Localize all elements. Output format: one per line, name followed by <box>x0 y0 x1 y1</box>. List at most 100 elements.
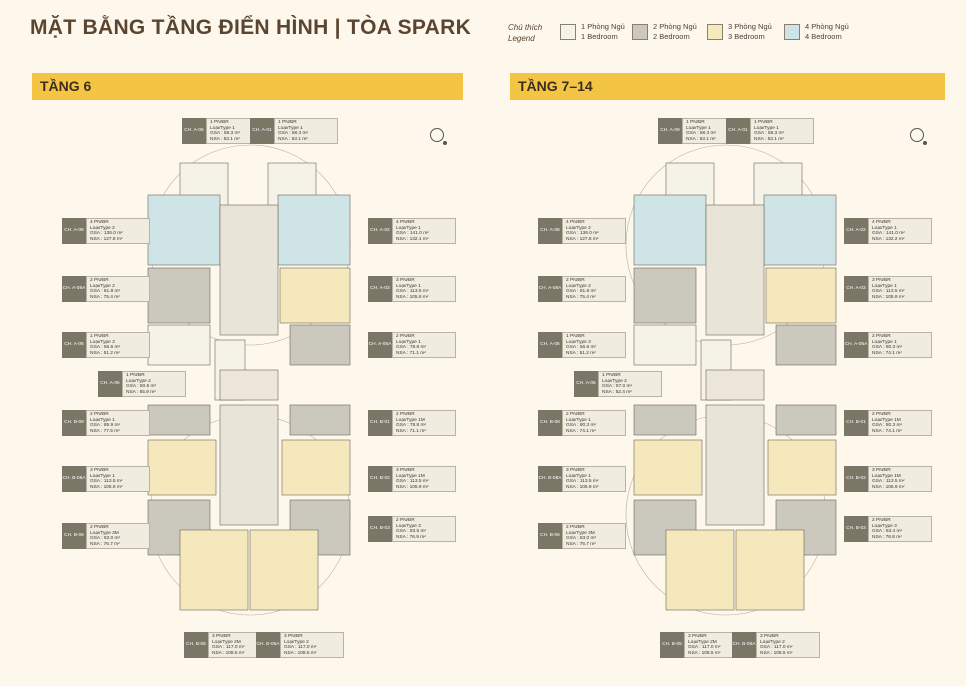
unit-nsa: NSA : 71.1 m² <box>396 350 426 356</box>
unit-code: CH. A-02 <box>844 218 868 245</box>
unit-code: CH. A-03 <box>844 276 868 303</box>
unit-gsa: GSA : 80.3 m² <box>872 345 903 351</box>
unit-bedrooms: 2 PN/BR <box>90 412 109 417</box>
unit-type: Loại/Type 3 <box>566 339 591 345</box>
unit-code: CH. A-08 <box>62 218 86 245</box>
unit-type: Loại/Type 2M <box>688 639 717 645</box>
unit-type: Loại/Type 2 <box>760 639 785 645</box>
unit-nsa: NSA : 108.5 m² <box>760 650 793 656</box>
unit-gsa: GSA : 113.5 m² <box>566 479 599 485</box>
unit-type: Loại/Type 1 <box>210 125 235 131</box>
unit-type: Loại/Type 1 <box>396 283 421 289</box>
unit-bedrooms: 2 PN/BR <box>396 412 415 417</box>
unit-nsa: NSA : 132.1 m² <box>396 236 429 242</box>
unit-nsa: NSA : 55.9 m² <box>126 389 156 395</box>
floor-7-14-header: TẦNG 7–14 <box>510 73 945 100</box>
unit-bedrooms: 4 PN/BR <box>396 220 415 225</box>
unit-nsa: NSA : 51.2 m² <box>566 350 596 356</box>
unit-nsa: NSA : 53.1 m² <box>210 136 240 142</box>
unit-code: CH. A-05 <box>98 371 122 398</box>
unit-nsa: NSA : 127.8 m² <box>566 236 599 242</box>
unit-gsa: GSA : 85.9 m² <box>90 423 121 429</box>
unit-code: CH. A-06 <box>538 332 562 359</box>
unit-bedrooms: 1 PN/BR <box>126 373 145 378</box>
floor-plan-drawing <box>147 144 351 616</box>
unit-gsa: GSA : 141.0 m² <box>396 231 429 237</box>
unit-code: CH. A-06 <box>62 332 86 359</box>
unit-nsa: NSA : 75.4 m² <box>566 294 596 300</box>
unit-type: Loại/Type 3M <box>566 530 595 536</box>
unit-code: CH. A-08A <box>538 276 562 303</box>
unit-gsa: GSA : 83.5 m² <box>396 529 427 535</box>
north-arrow-icon <box>430 128 447 145</box>
unit-type: Loại/Type 2 <box>284 639 309 645</box>
unit-type: Loại/Type 1 <box>278 125 303 131</box>
unit-bedrooms: 4 PN/BR <box>872 220 891 225</box>
unit-type: Loại/Type 2 <box>566 225 591 231</box>
north-arrow-icon <box>910 128 927 145</box>
unit-code: CH. B-05 <box>660 632 684 659</box>
unit-code: CH. A-06 <box>182 118 206 145</box>
unit-gsa: GSA : 113.5 m² <box>90 479 123 485</box>
unit-nsa: NSA : 53.1 m² <box>278 136 308 142</box>
unit-gsa: GSA : 58.3 m² <box>754 131 785 137</box>
unit-code: CH. A-02 <box>368 218 392 245</box>
unit-type: Loại/Type 1 <box>90 473 115 479</box>
unit-bedrooms: 3 PN/BR <box>212 634 231 639</box>
unit-bedrooms: 1 PN/BR <box>754 120 773 125</box>
unit-bedrooms: 3 PN/BR <box>396 278 415 283</box>
unit-nsa: NSA : 105.9 m² <box>872 484 905 490</box>
unit-gsa: GSA : 58.3 m² <box>210 131 241 137</box>
unit-code: CH. B-06 <box>538 523 562 550</box>
unit-nsa: NSA : 132.2 m² <box>872 236 905 242</box>
unit-nsa: NSA : 77.5 m² <box>90 428 120 434</box>
unit-nsa: NSA : 76.9 m² <box>396 534 426 540</box>
unit-gsa: GSA : 78.8 m² <box>396 345 427 351</box>
unit-gsa: GSA : 113.5 m² <box>872 479 905 485</box>
unit-type: Loại/Type 1 <box>566 417 591 423</box>
unit-type: Loại/Type 1 <box>396 225 421 231</box>
unit-type: Loại/Type 3 <box>396 523 421 529</box>
unit-type: Loại/Type 2 <box>566 283 591 289</box>
unit-nsa: NSA : 76.7 m² <box>566 541 596 547</box>
unit-gsa: GSA : 83.4 m² <box>872 529 903 535</box>
legend-swatch-2br <box>632 24 648 40</box>
unit-type: Loại/Type 1 <box>872 339 897 345</box>
unit-gsa: GSA : 141.0 m² <box>872 231 905 237</box>
unit-gsa: GSA : 81.8 m² <box>566 289 597 295</box>
unit-nsa: NSA : 108.5 m² <box>212 650 245 656</box>
unit-nsa: NSA : 105.9 m² <box>396 294 429 300</box>
